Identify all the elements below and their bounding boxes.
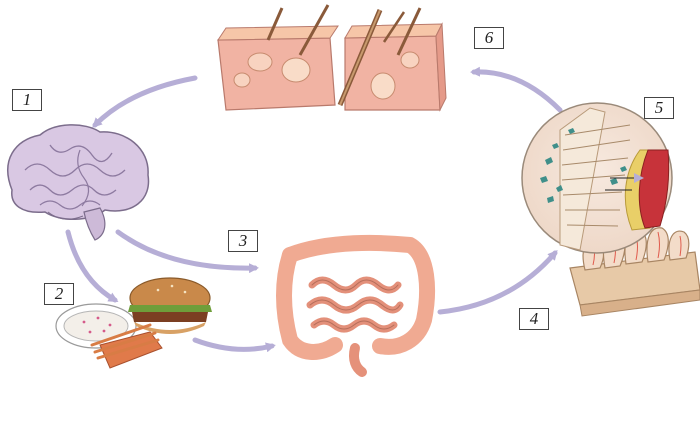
arrow-skin-to-brain [92, 75, 198, 128]
arrow-brain-to-food [65, 229, 119, 303]
step-number-5: 5 [644, 97, 674, 119]
step-number-2: 2 [44, 283, 74, 305]
intestines-illustration [276, 234, 436, 377]
gut-lining-magnified-illustration [521, 102, 673, 254]
arrow-gut-to-skin [470, 66, 563, 113]
step-number-6: 6 [474, 27, 504, 49]
fast-food-illustration [55, 277, 212, 369]
arrow-intestines-to-villi [437, 249, 558, 315]
brain-illustration [7, 124, 150, 241]
step-number-4: 4 [519, 308, 549, 330]
step-number-3: 3 [228, 230, 258, 252]
cycle-arrows [65, 66, 563, 353]
skin-section-illustration [217, 4, 447, 112]
arrow-brain-to-intestines [115, 229, 259, 274]
step-number-1: 1 [12, 89, 42, 111]
arrow-food-to-intestines [192, 337, 276, 353]
